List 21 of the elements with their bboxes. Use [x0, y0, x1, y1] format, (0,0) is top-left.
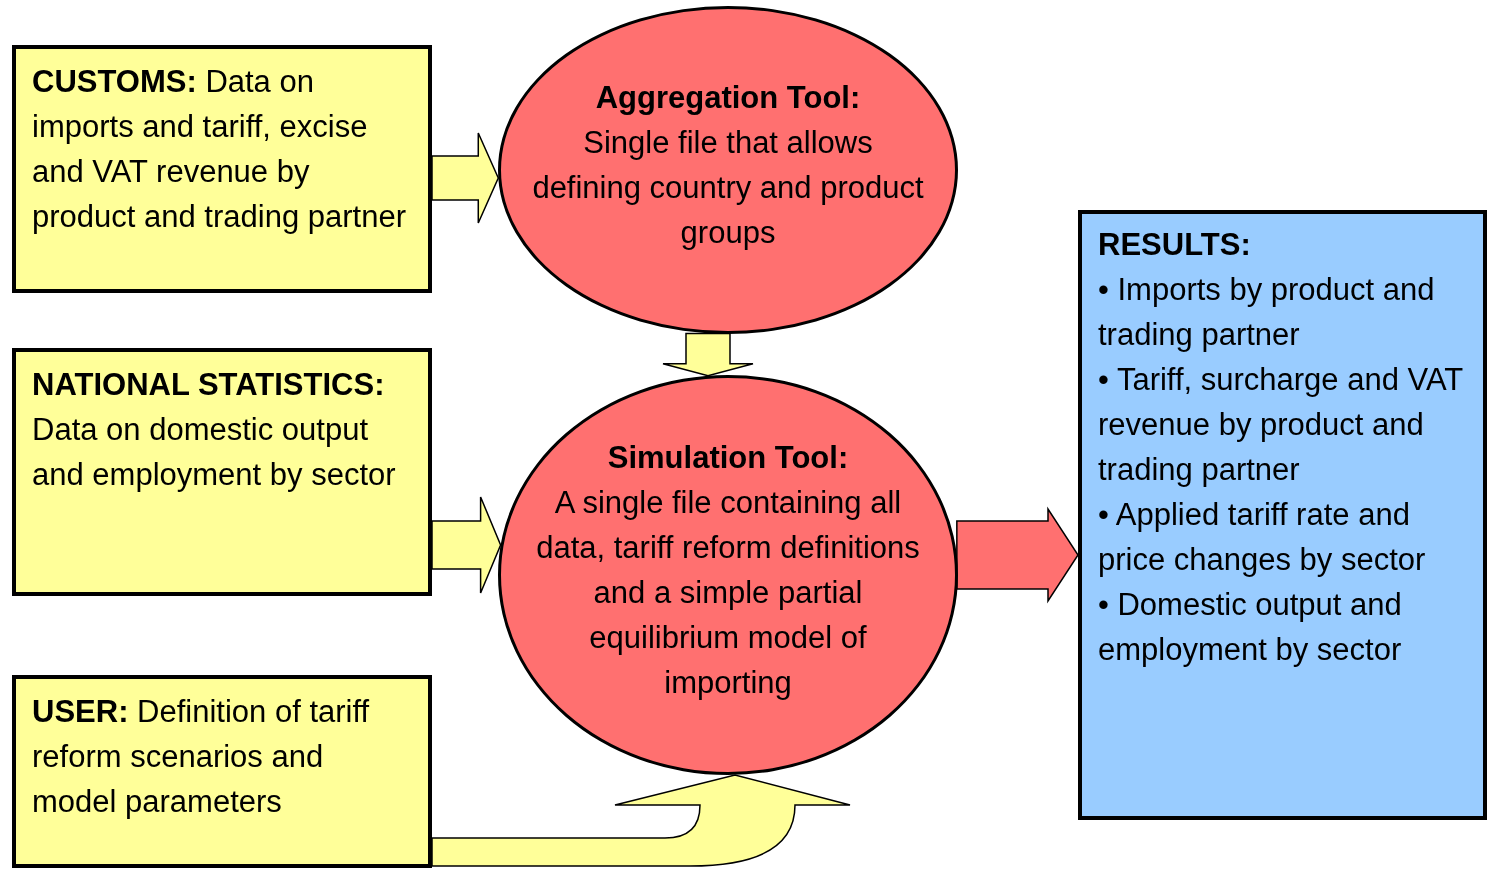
- source-box: [12, 45, 432, 293]
- ellipse-text: Single file that allows defining country and product groups: [531, 124, 925, 252]
- source-box: [12, 675, 432, 868]
- bullet-item: • Domestic output and employment by sector: [1098, 586, 1403, 669]
- block-arrow: [956, 506, 1079, 604]
- source-box: [12, 348, 432, 596]
- ellipse-text: A single file containing all data, tariff reform definitions and a simple partial equilibrium model of importing: [535, 484, 921, 702]
- results-box: [1078, 210, 1487, 820]
- bullet-item: • Tariff, surcharge and VAT revenue by product and trading partner: [1098, 361, 1464, 489]
- box-text: NATIONAL STATISTICS: Data on domestic output and employment by sector: [32, 366, 397, 494]
- block-arrow: [431, 496, 502, 594]
- block-arrow: [662, 332, 754, 377]
- bullet-item: • Applied tariff rate and price changes by sector: [1098, 496, 1427, 579]
- block-arrow: [431, 774, 851, 867]
- block-arrow: [431, 132, 500, 224]
- ellipse-heading: Aggregation Tool:: [595, 79, 861, 117]
- ellipse-heading: Simulation Tool:: [607, 439, 849, 477]
- bullet-item: • Imports by product and trading partner: [1098, 271, 1436, 354]
- results-heading: RESULTS:: [1098, 226, 1252, 264]
- box-text: CUSTOMS: Data on imports and tariff, excise and VAT revenue by product and trading partner: [32, 63, 407, 236]
- box-text: USER: Definition of tariff reform scenarios and model parameters: [32, 693, 371, 821]
